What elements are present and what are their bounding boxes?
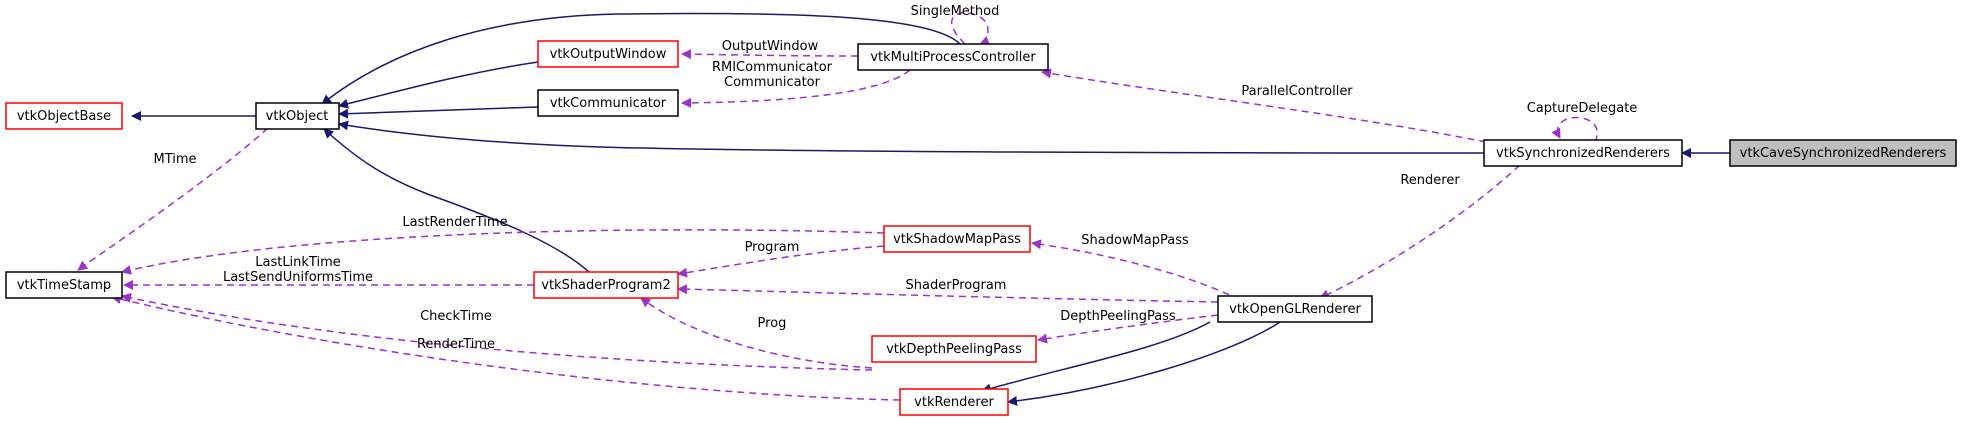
node-vtk-cave-synchronized-renderers[interactable]: vtkCaveSynchronizedRenderers	[1729, 139, 1957, 167]
node-label: vtkShaderProgram2	[541, 278, 671, 293]
edge-capture-delegate	[1551, 116, 1598, 143]
node-vtk-depth-peeling-pass[interactable]: vtkDepthPeelingPass	[871, 335, 1037, 363]
node-label: vtkOpenGLRenderer	[1229, 302, 1361, 317]
label-rmi-communicator: RMICommunicator	[712, 60, 833, 75]
label-last-link-time: LastLinkTime	[255, 255, 341, 270]
edge-synchronized-to-object	[338, 120, 1485, 154]
edge-communicator-to-object	[338, 106, 539, 119]
edge-prog	[640, 297, 873, 369]
label-output-window: OutputWindow	[722, 39, 819, 54]
node-vtk-communicator[interactable]: vtkCommunicator	[537, 89, 679, 117]
node-label: vtkObject	[266, 109, 329, 124]
edge-last-render-time	[121, 229, 885, 275]
node-label: vtkSynchronizedRenderers	[1496, 146, 1670, 161]
node-vtk-object-base[interactable]: vtkObjectBase	[5, 102, 123, 130]
edge-depth-peeling-pass	[1037, 314, 1219, 344]
label-shader-program: ShaderProgram	[906, 278, 1007, 293]
edge-labels: SingleMethod OutputWindow RMICommunicato…	[153, 4, 1637, 352]
edge-parallel-controller	[1041, 68, 1487, 143]
label-mtime: MTime	[153, 152, 196, 167]
label-render-time: RenderTime	[417, 337, 495, 352]
edge-renderer-usage	[1319, 164, 1521, 299]
node-vtk-shadow-map-pass[interactable]: vtkShadowMapPass	[883, 225, 1031, 253]
label-depth-peeling-pass: DepthPeelingPass	[1060, 309, 1176, 324]
node-label: vtkRenderer	[914, 395, 994, 410]
node-vtk-output-window[interactable]: vtkOutputWindow	[537, 40, 679, 68]
label-last-send-uniforms-time: LastSendUniformsTime	[223, 270, 373, 285]
edge-renderer-to-opengl	[1007, 321, 1281, 406]
edge-render-time	[111, 294, 901, 401]
edge-communicator-usage	[681, 69, 911, 108]
edge-shaderprogram2-to-object	[323, 128, 591, 274]
node-vtk-renderer[interactable]: vtkRenderer	[899, 388, 1009, 416]
label-communicator: Communicator	[724, 75, 821, 90]
label-capture-delegate: CaptureDelegate	[1527, 101, 1638, 116]
edge-shadow-map-pass	[1031, 239, 1241, 301]
node-label: vtkDepthPeelingPass	[886, 342, 1022, 357]
node-label: vtkCommunicator	[550, 96, 667, 111]
node-vtk-synchronized-renderers[interactable]: vtkSynchronizedRenderers	[1483, 139, 1683, 167]
edge-single-method	[950, 12, 991, 46]
node-label: vtkObjectBase	[17, 109, 111, 124]
node-vtk-multi-process-controller[interactable]: vtkMultiProcessController	[857, 43, 1049, 71]
node-label: vtkCaveSynchronizedRenderers	[1740, 146, 1947, 161]
node-label: vtkMultiProcessController	[870, 50, 1036, 65]
label-renderer: Renderer	[1400, 173, 1460, 188]
node-vtk-shader-program2[interactable]: vtkShaderProgram2	[533, 271, 679, 299]
edge-mtime	[77, 127, 269, 271]
label-check-time: CheckTime	[420, 309, 492, 324]
edge-check-time	[121, 293, 873, 371]
node-vtk-opengl-renderer[interactable]: vtkOpenGLRenderer	[1217, 295, 1373, 323]
nodes: vtkObjectBase vtkObject vtkTimeStamp vtk…	[5, 40, 1957, 416]
label-prog: Prog	[758, 316, 787, 331]
label-parallel-controller: ParallelController	[1241, 84, 1353, 99]
label-last-render-time: LastRenderTime	[402, 215, 507, 230]
edge-opengl-to-renderer	[981, 321, 1211, 394]
edge-outputwindow-to-object	[338, 61, 539, 109]
node-label: vtkTimeStamp	[17, 278, 111, 293]
label-program: Program	[745, 240, 800, 255]
edge-program	[677, 245, 885, 278]
edge-output-window	[681, 49, 859, 60]
label-shadow-map-pass: ShadowMapPass	[1081, 233, 1189, 248]
node-vtk-time-stamp[interactable]: vtkTimeStamp	[5, 271, 123, 299]
edge-mpc-to-object	[321, 12, 961, 105]
usage-edges	[77, 12, 1598, 401]
node-label: vtkShadowMapPass	[893, 232, 1021, 247]
label-single-method: SingleMethod	[911, 4, 1000, 19]
node-label: vtkOutputWindow	[550, 47, 667, 62]
node-vtk-object[interactable]: vtkObject	[255, 102, 340, 130]
inheritance-edges	[131, 12, 1730, 406]
edge-shader-program	[677, 284, 1219, 303]
